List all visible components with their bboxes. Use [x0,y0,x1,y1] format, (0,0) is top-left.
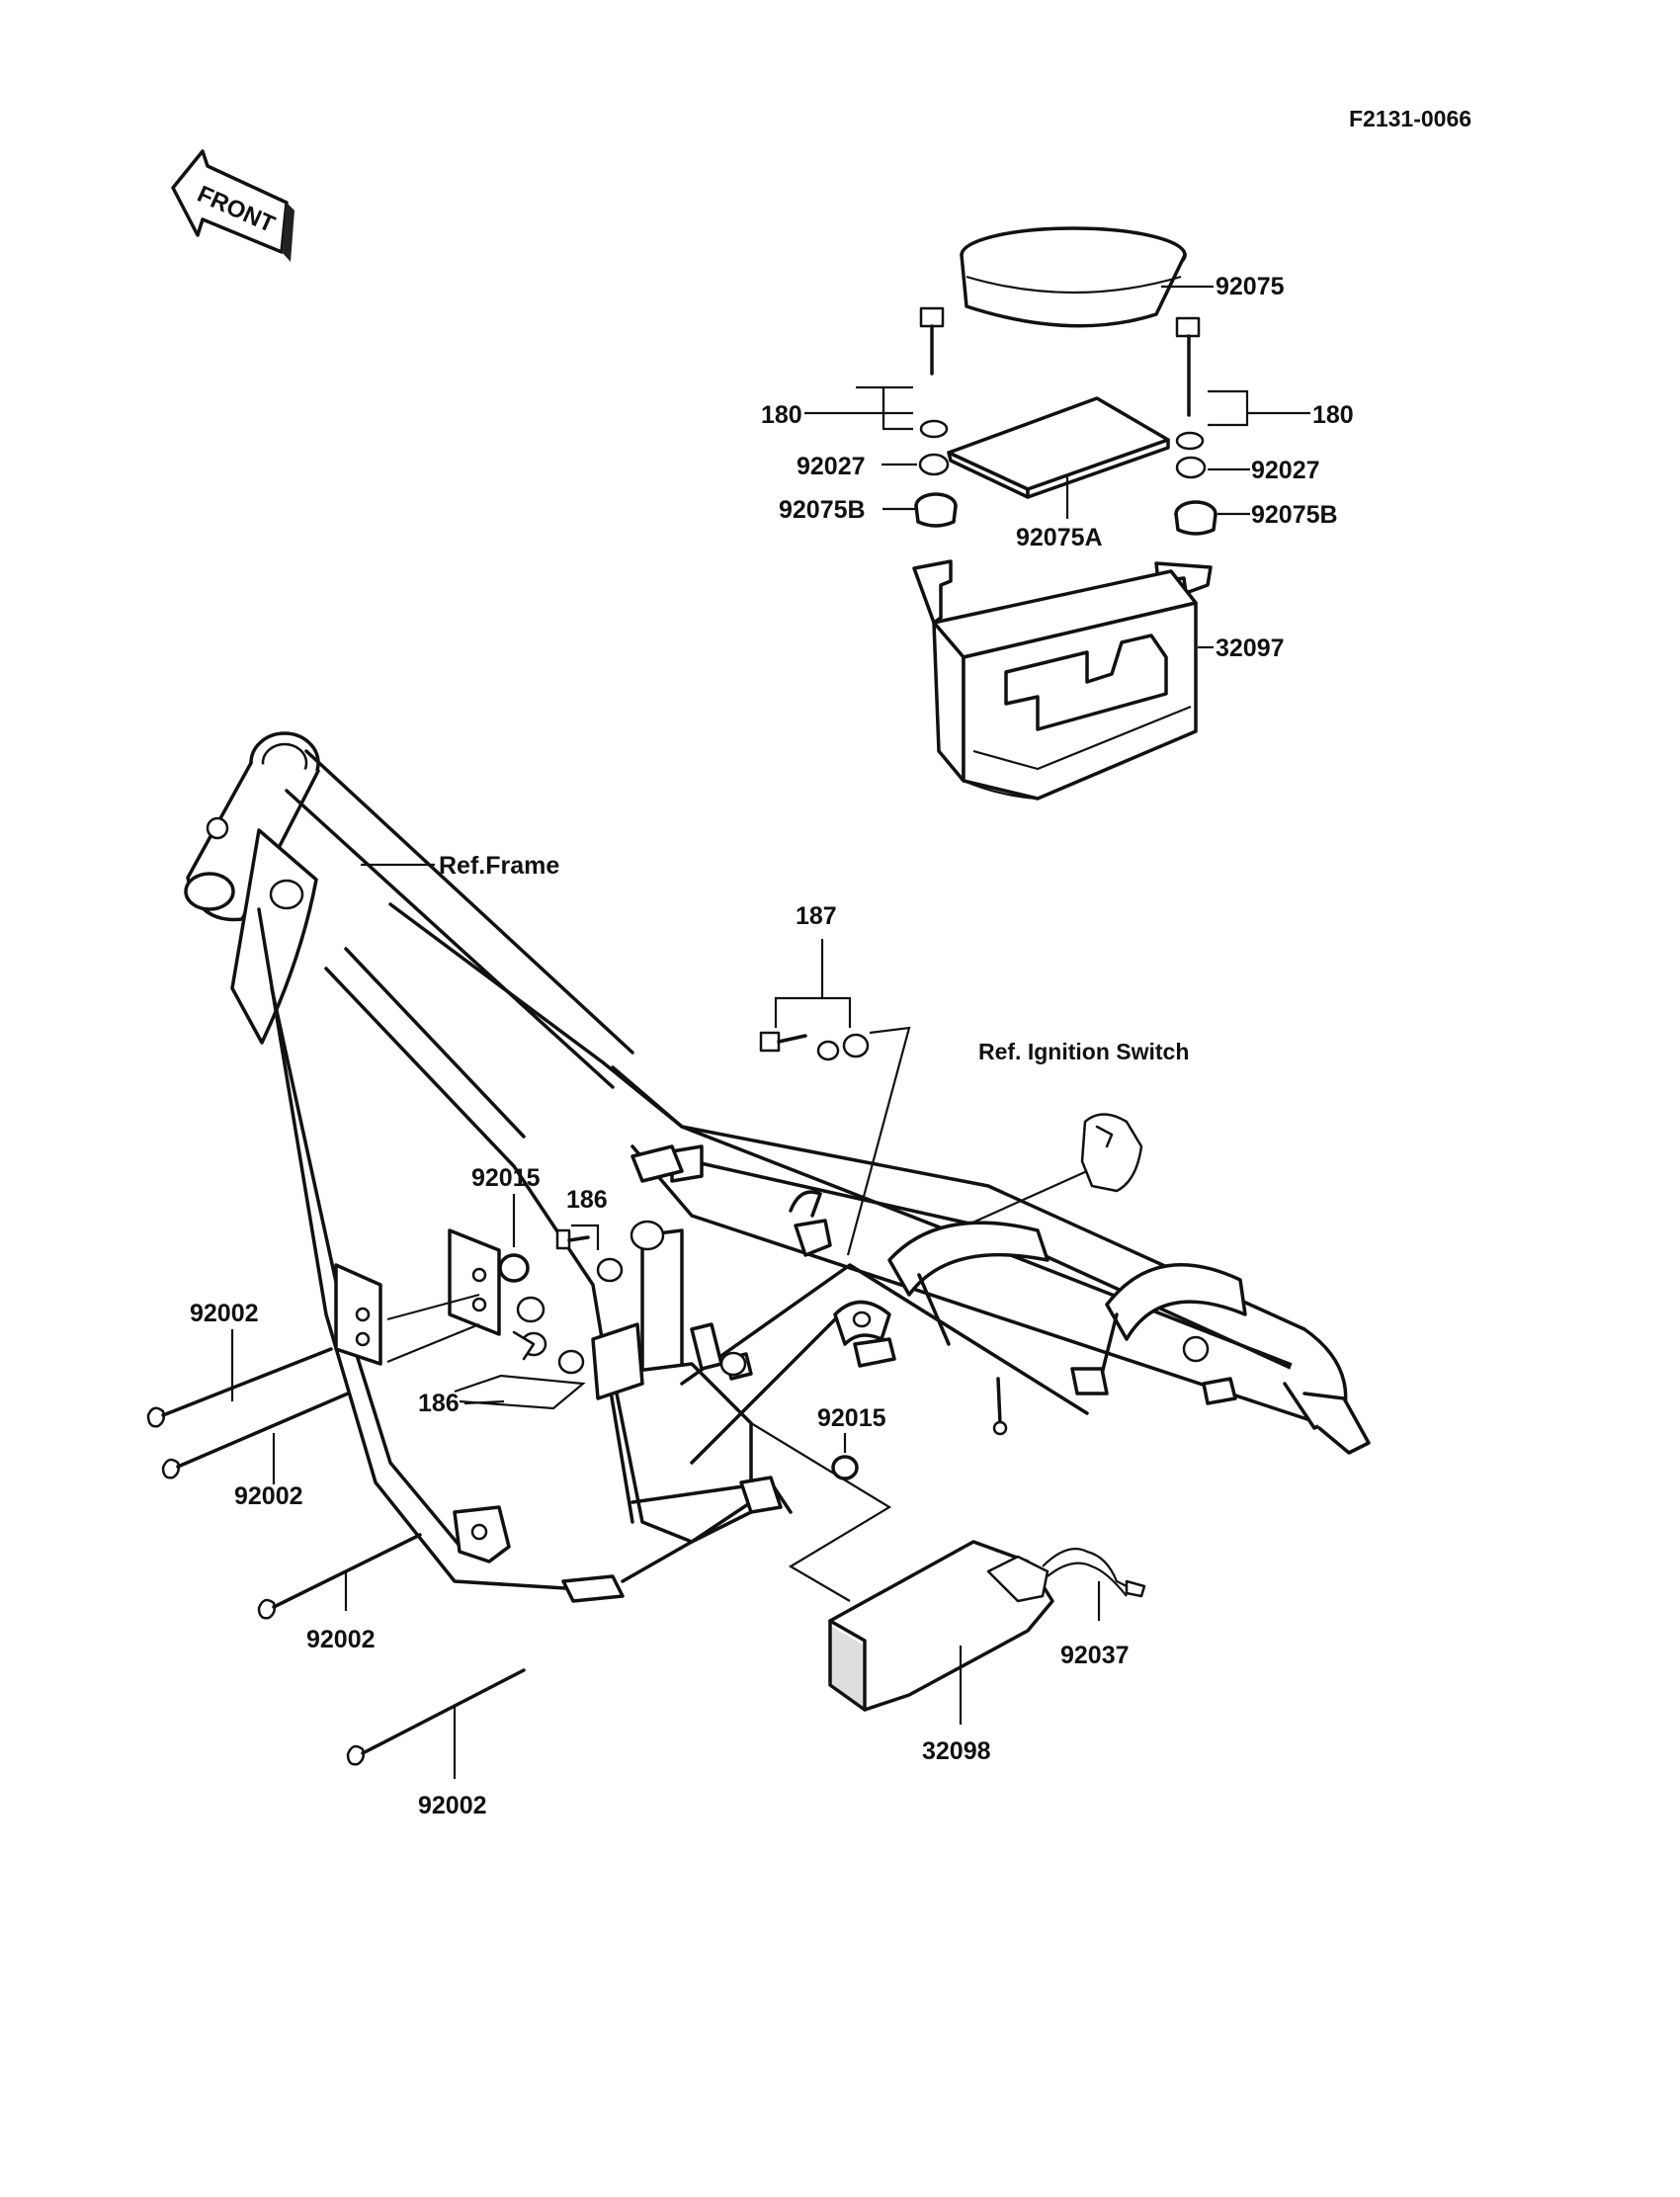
bolt-left [914,306,958,528]
bolt-187 [759,1031,870,1061]
label-92002-d: 92002 [418,1792,487,1819]
label-92002-b: 92002 [234,1482,303,1510]
label-180-right: 180 [1312,401,1354,429]
label-32098: 32098 [922,1737,991,1765]
label-32097: 32097 [1216,634,1285,662]
front-arrow-icon: FRONT [171,149,294,262]
label-92037: 92037 [1060,1642,1130,1669]
battery-case [912,559,1213,801]
ignition-switch [1080,1113,1143,1193]
figure-code: F2131-0066 [1349,106,1471,131]
label-186-upper: 186 [566,1186,608,1214]
bolt-92002-a [146,1347,333,1428]
bracket-180-left [856,385,885,423]
battery-band [960,226,1187,328]
label-187: 187 [796,902,837,930]
bolt-right [1174,316,1218,536]
label-92075B-right: 92075B [1251,501,1338,529]
label-ref-ignition-switch: Ref. Ignition Switch [978,1039,1189,1064]
bolt-92002-c [257,1533,422,1620]
bolt-186-upper [555,1228,624,1283]
label-92075A: 92075A [1016,524,1103,551]
nut-92015-upper [498,1253,530,1283]
bolt-92002-b [161,1392,350,1479]
label-ref-frame: Ref.Frame [439,852,559,880]
label-180-left: 180 [761,401,802,429]
label-92002-c: 92002 [306,1626,376,1653]
label-186-lower: 186 [418,1390,460,1417]
label-92015-lower: 92015 [817,1404,886,1432]
nut-92015-lower [831,1455,859,1480]
label-92027-left: 92027 [797,453,866,480]
label-92075: 92075 [1216,273,1285,300]
label-92015-upper: 92015 [471,1164,541,1192]
label-92027-right: 92027 [1251,457,1320,484]
battery-cover [828,1540,1146,1712]
label-92002-a: 92002 [190,1300,259,1327]
frame [184,731,1371,1603]
battery-pad [947,396,1170,499]
bolt-92002-d [346,1668,526,1766]
label-92075B-left: 92075B [779,496,866,524]
